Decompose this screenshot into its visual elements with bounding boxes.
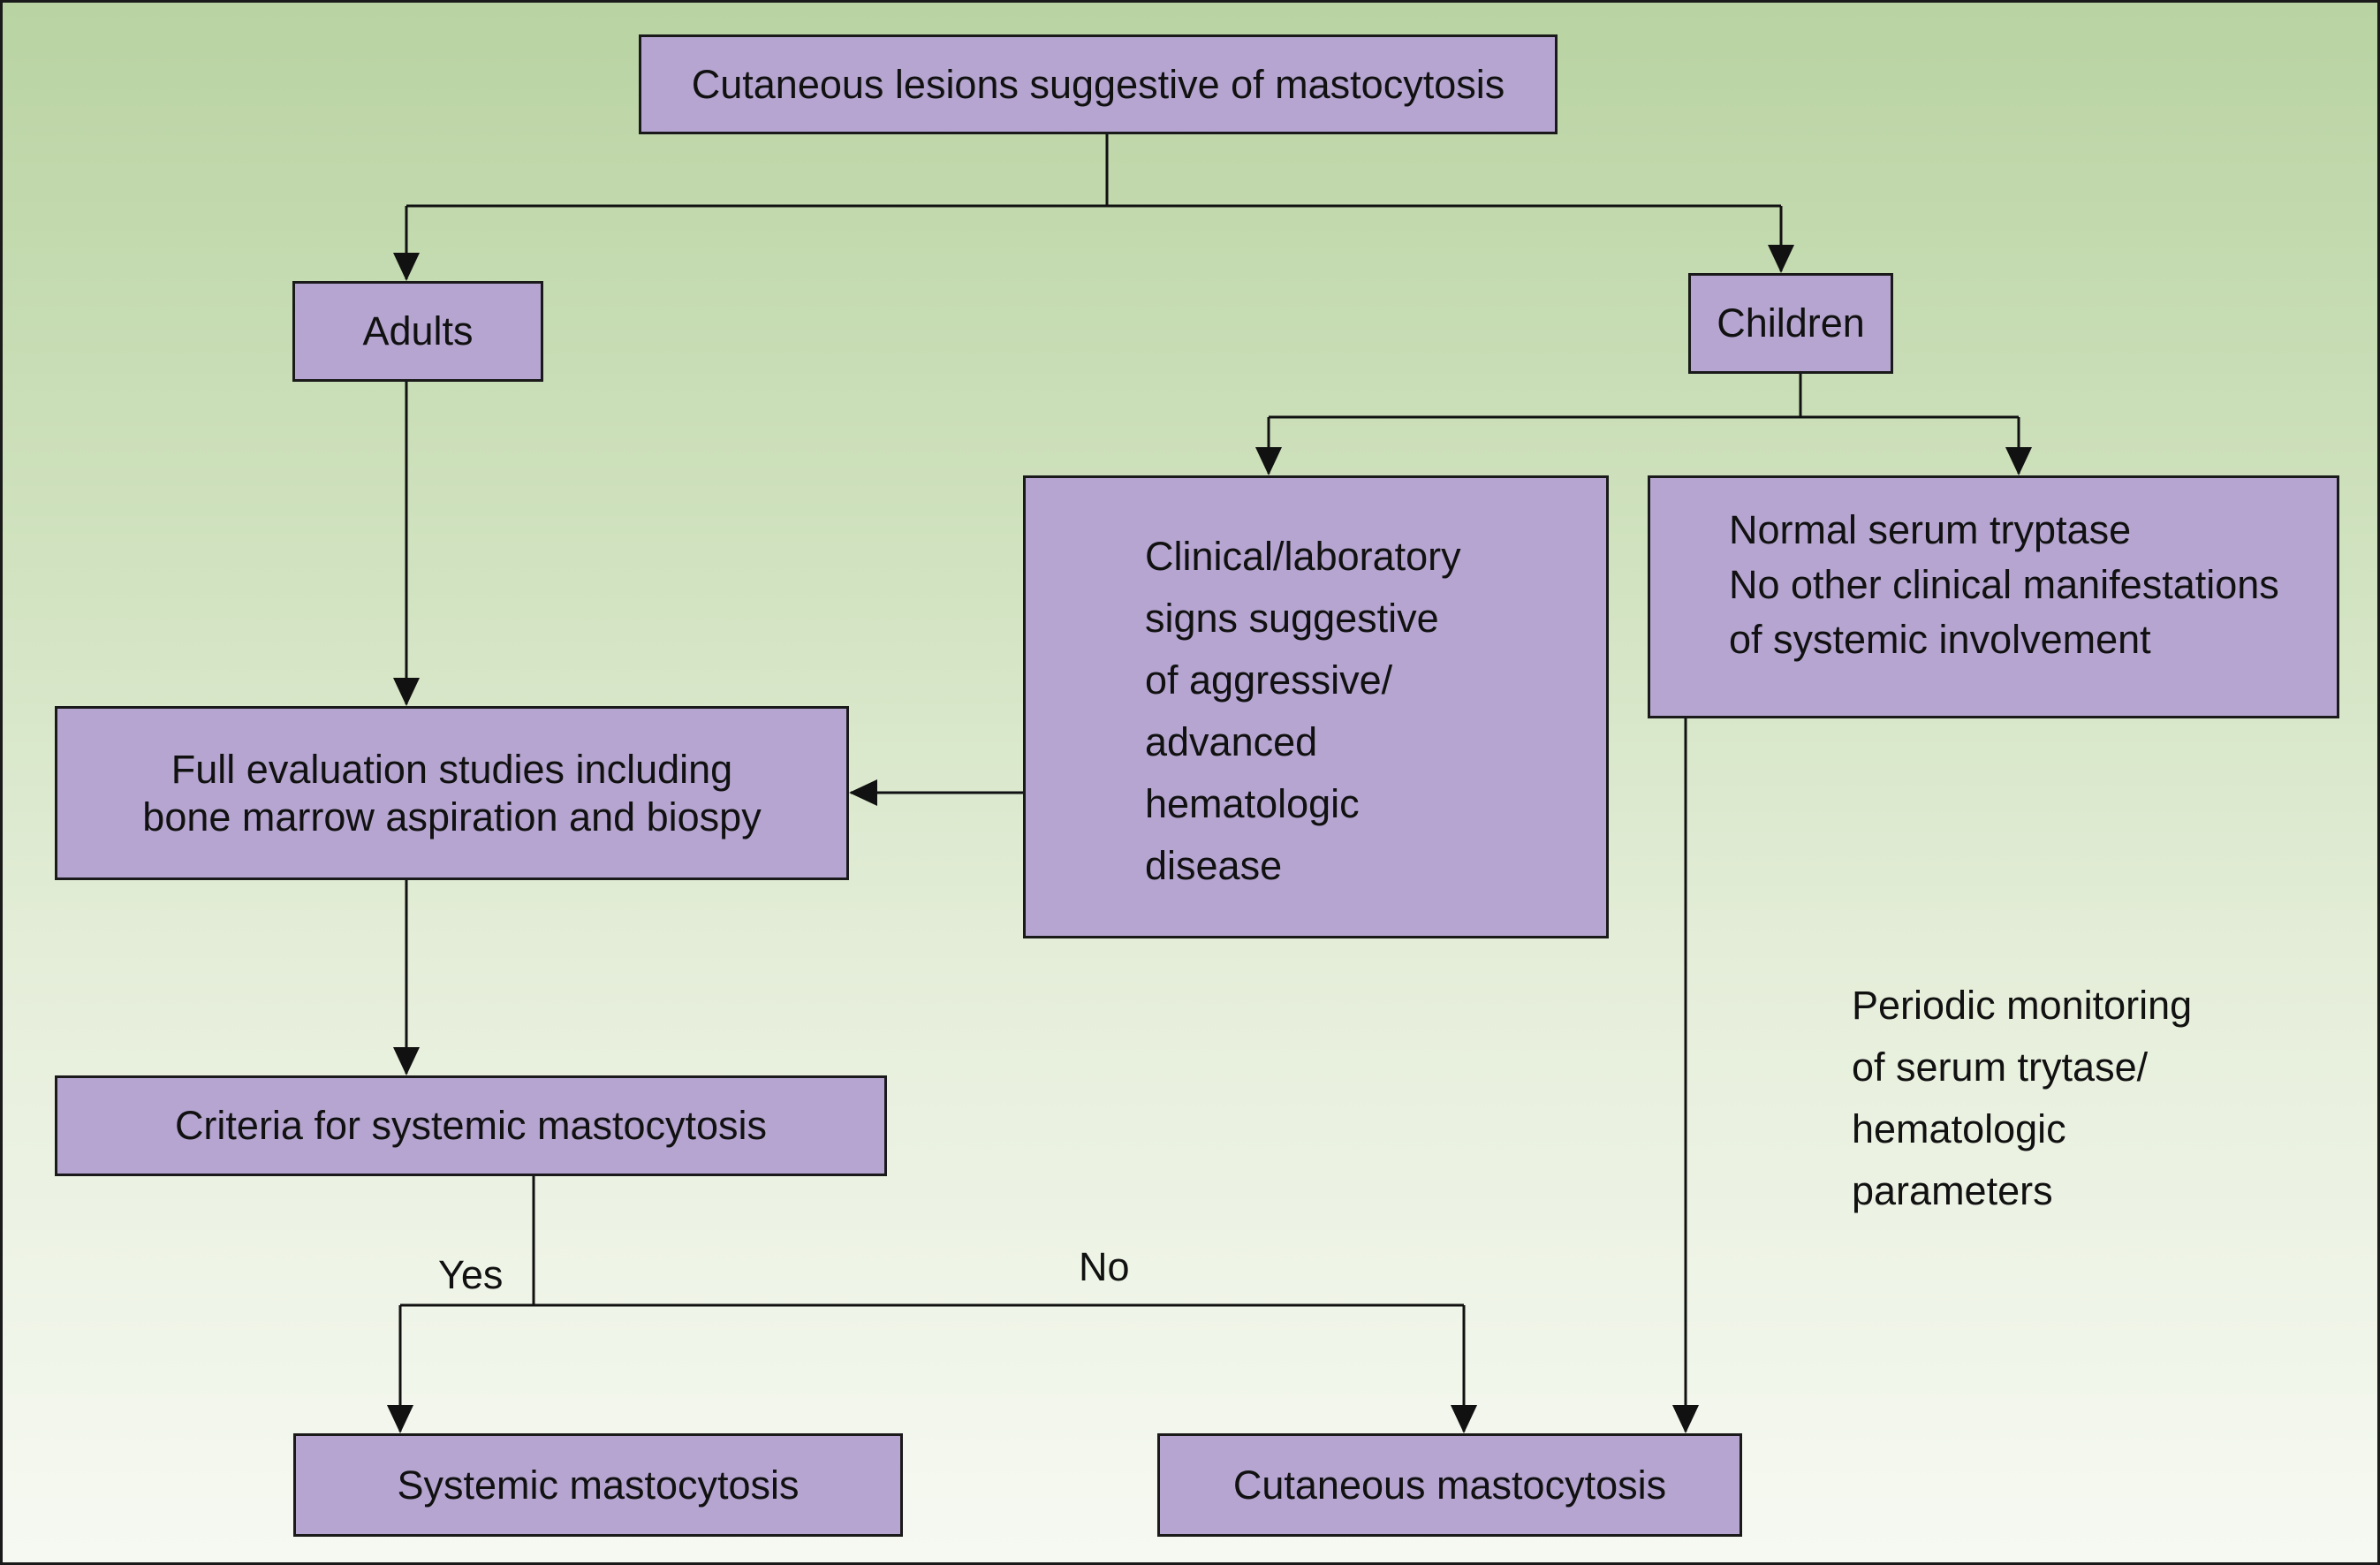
monitoring-line: parameters bbox=[1852, 1168, 2053, 1213]
start-box-text: Cutaneous lesions suggestive of mastocyt… bbox=[691, 61, 1505, 107]
children-box-text: Children bbox=[1717, 300, 1865, 346]
monitoring-line: Periodic monitoring bbox=[1852, 983, 2193, 1028]
children-box: Children bbox=[1688, 273, 1893, 374]
systemic-box-text: Systemic mastocytosis bbox=[397, 1462, 800, 1508]
no-label: No bbox=[1079, 1244, 1130, 1289]
normal-line: Normal serum tryptase bbox=[1729, 507, 2132, 552]
signs-line: of aggressive/ bbox=[1145, 657, 1393, 703]
signs-line: advanced bbox=[1145, 719, 1318, 764]
full-eval-line: bone marrow aspiration and biospy bbox=[142, 794, 762, 839]
normal-line: No other clinical manifestations bbox=[1729, 562, 2279, 607]
signs-line: signs suggestive bbox=[1145, 596, 1439, 641]
signs-line: Clinical/laboratory bbox=[1145, 534, 1461, 579]
signs-line: disease bbox=[1145, 843, 1283, 888]
criteria-box-text: Criteria for systemic mastocytosis bbox=[174, 1103, 768, 1148]
aggressive-signs-box: Clinical/laboratory signs suggestive of … bbox=[1023, 475, 1609, 938]
yes-label: Yes bbox=[438, 1252, 504, 1297]
monitoring-line: of serum trytase/ bbox=[1852, 1045, 2149, 1090]
monitoring-line: hematologic bbox=[1852, 1106, 2066, 1151]
normal-line: of systemic involvement bbox=[1729, 617, 2151, 662]
systemic-mastocytosis-box: Systemic mastocytosis bbox=[293, 1433, 903, 1537]
connector-lines bbox=[387, 134, 2032, 1433]
cutaneous-box-text: Cutaneous mastocytosis bbox=[1232, 1462, 1667, 1508]
full-eval-line: Full evaluation studies including bbox=[171, 746, 733, 792]
cutaneous-mastocytosis-box: Cutaneous mastocytosis bbox=[1157, 1433, 1742, 1537]
adults-box-text: Adults bbox=[362, 308, 474, 353]
monitoring-note: Periodic monitoring of serum trytase/ he… bbox=[1852, 975, 2192, 1222]
adults-box: Adults bbox=[292, 281, 543, 382]
criteria-box: Criteria for systemic mastocytosis bbox=[55, 1075, 887, 1176]
full-evaluation-box: Full evaluation studies including bone m… bbox=[55, 706, 849, 880]
signs-line: hematologic bbox=[1145, 781, 1360, 826]
normal-tryptase-box: Normal serum tryptase No other clinical … bbox=[1648, 475, 2339, 718]
start-box: Cutaneous lesions suggestive of mastocyt… bbox=[639, 34, 1558, 134]
